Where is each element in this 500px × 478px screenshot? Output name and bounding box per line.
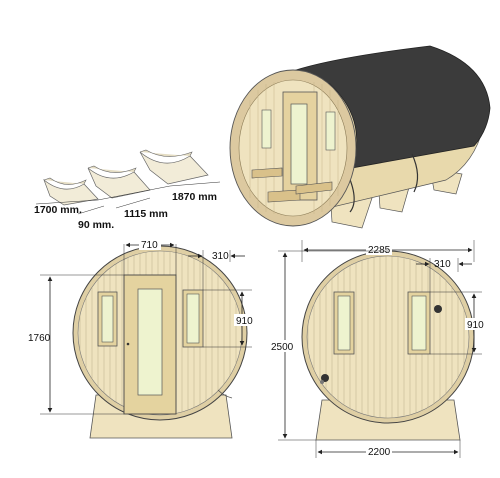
- vent-icon: [434, 305, 442, 313]
- cradle-3: [139, 149, 209, 185]
- rear-view: 2285 310 2500 910 2200: [270, 240, 487, 458]
- stove-pipe-icon: [321, 374, 329, 382]
- rear-height-label: 2500: [271, 342, 294, 353]
- cradle-width-label: 1700 mm.: [34, 204, 82, 216]
- cradle-1: [43, 177, 99, 206]
- cradle-2: [87, 165, 151, 199]
- cradle-spacing-label: 1115 mm: [124, 208, 168, 220]
- front-window-height-label: 910: [236, 316, 253, 327]
- cradle-parts: 1870 mm 1700 mm. 90 mm. 1115 mm: [34, 149, 221, 231]
- door-handle-icon: [126, 342, 130, 346]
- sauna-front-face: [229, 69, 357, 227]
- rear-base-width-label: 2200: [368, 447, 391, 458]
- front-door-width-label: 710: [141, 240, 158, 251]
- cradle-length-label: 1870 mm: [172, 191, 217, 203]
- cradle-thickness-label: 90 mm.: [78, 219, 114, 231]
- rear-top-width-label: 2285: [368, 245, 391, 256]
- front-height-label: 1760: [28, 333, 51, 344]
- sauna-roof: [288, 45, 491, 169]
- rear-window-height-label: 910: [467, 320, 484, 331]
- rear-window-offset-label: 310: [434, 259, 451, 270]
- front-view: 710 310 1760 910: [26, 238, 256, 439]
- front-window-offset-label: 310: [212, 251, 229, 262]
- barrel-sauna-3d: [229, 45, 491, 229]
